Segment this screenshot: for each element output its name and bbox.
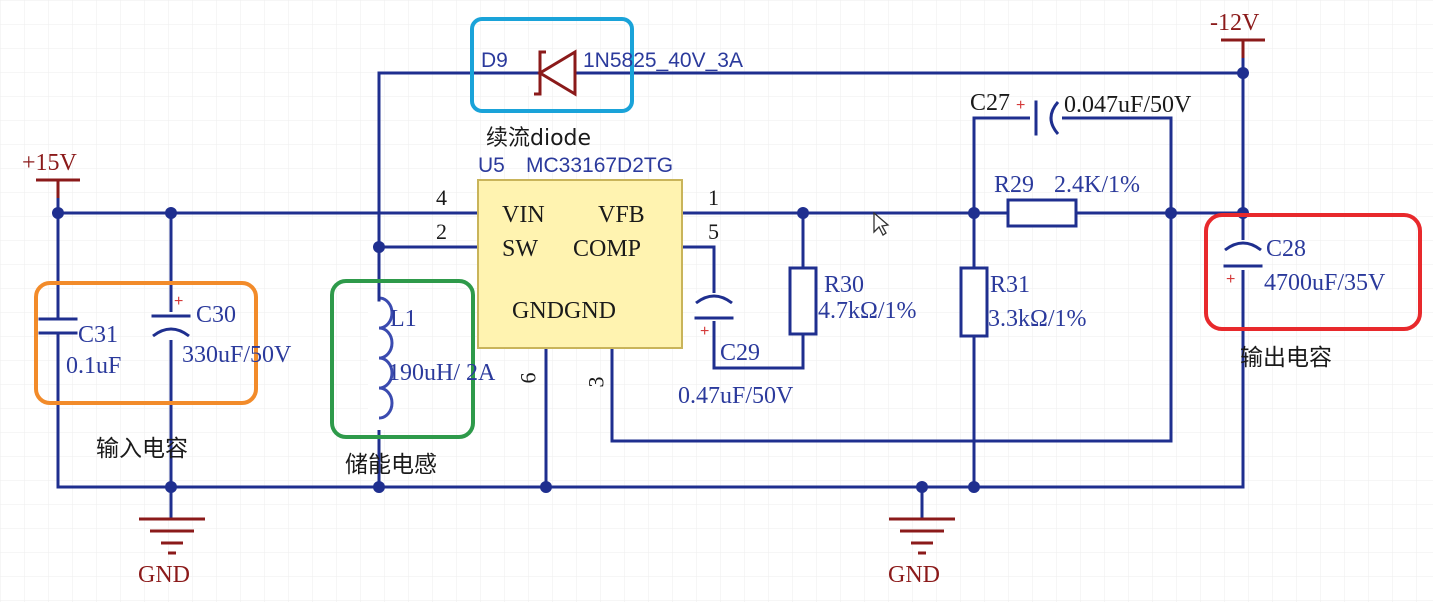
- c29-plus: +: [700, 323, 709, 340]
- vin-label: +15V: [22, 150, 78, 176]
- ic-body: [477, 179, 683, 349]
- diode-value: 1N5825_40V_3A: [583, 49, 743, 72]
- ic-u5: U5 MC33167D2TG VIN SW VFB COMP GNDGND 4 …: [436, 154, 719, 388]
- c29-designator: C29: [720, 340, 760, 366]
- pin-number-vin: 4: [436, 185, 447, 210]
- resistor-r30: R30 4.7kΩ/1%: [788, 266, 917, 336]
- c30-designator: C30: [196, 302, 236, 328]
- c27-value: 0.047uF/50V: [1064, 92, 1192, 118]
- diode-annotation: 续流diode: [486, 126, 591, 151]
- pin-number-gnd-a: 6: [516, 373, 541, 384]
- r30-designator: R30: [824, 272, 864, 298]
- c31-value: 0.1uF: [66, 353, 121, 379]
- junctions: [52, 67, 1249, 493]
- r29-body: [1006, 198, 1078, 228]
- c27-curved-plate: [1049, 101, 1060, 135]
- c27-designator: C27: [970, 90, 1010, 116]
- c29-curved-plate: [695, 294, 733, 305]
- inductor-designator: L1: [390, 306, 417, 332]
- inductor-coil: [378, 296, 394, 420]
- inductor-highlight-box: [330, 279, 475, 439]
- inductor-annotation: 储能电感: [345, 452, 437, 478]
- gnd-right-label: GND: [888, 562, 940, 588]
- pin-number-comp: 5: [708, 219, 719, 244]
- r31-body: [959, 266, 989, 338]
- c30-value: 330uF/50V: [182, 342, 292, 368]
- r31-value: 3.3kΩ/1%: [988, 306, 1087, 332]
- pin-number-gnd-b: 3: [584, 377, 609, 388]
- r31-designator: R31: [990, 272, 1030, 298]
- r29-value: 2.4K/1%: [1054, 172, 1140, 198]
- resistor-r29: R29 2.4K/1%: [994, 172, 1140, 228]
- output-capacitor-c28: + C28 4700uF/35V 输出电容: [1204, 213, 1422, 371]
- pin-number-sw: 2: [436, 219, 447, 244]
- capacitor-c27: + C27 0.047uF/50V: [970, 90, 1192, 136]
- vout-label: -12V: [1210, 10, 1260, 36]
- c27-plus: +: [1016, 97, 1025, 114]
- c28-curved-plate: [1224, 241, 1262, 252]
- diode-highlight-box: [470, 17, 634, 113]
- diode-d9: D9 1N5825_40V_3A 续流diode: [470, 17, 743, 151]
- ic-part: MC33167D2TG: [526, 154, 673, 177]
- power-vout: -12V: [1210, 10, 1265, 58]
- diode-bar: [534, 50, 546, 96]
- output-cap-highlight-box: [1204, 213, 1422, 331]
- input-cap-highlight-box: [34, 281, 258, 405]
- r30-body: [788, 266, 818, 336]
- inductor-value: 190uH/ 2A: [388, 360, 496, 386]
- power-vin: +15V: [22, 150, 80, 198]
- r30-value: 4.7kΩ/1%: [818, 298, 917, 324]
- c30-plus: +: [174, 293, 183, 310]
- pin-comp-label: COMP: [573, 236, 641, 262]
- diode-triangle: [537, 49, 577, 97]
- inductor-l1: L1 190uH/ 2A 储能电感: [330, 279, 496, 478]
- diode-designator: D9: [481, 49, 508, 72]
- r29-designator: R29: [994, 172, 1034, 198]
- c31-designator: C31: [78, 322, 118, 348]
- output-cap-annotation: 输出电容: [1240, 345, 1332, 371]
- pin-vfb-label: VFB: [598, 202, 645, 228]
- c28-designator: C28: [1266, 236, 1306, 262]
- capacitor-c29: + C29 0.47uF/50V: [678, 293, 794, 409]
- pin-number-vfb: 1: [708, 185, 719, 210]
- c28-plus: +: [1226, 271, 1235, 288]
- pin-gnd-label: GNDGND: [512, 298, 616, 324]
- ground-right: GND: [888, 517, 955, 588]
- ic-designator: U5: [478, 154, 505, 177]
- c29-value: 0.47uF/50V: [678, 383, 794, 409]
- pin-sw-label: SW: [502, 236, 538, 262]
- gnd-left-label: GND: [138, 562, 190, 588]
- input-capacitors: C31 0.1uF + C30 330uF/50V 输入电容: [34, 281, 292, 462]
- c28-value: 4700uF/35V: [1264, 270, 1386, 296]
- pin-vin-label: VIN: [502, 202, 545, 228]
- input-cap-annotation: 输入电容: [96, 436, 188, 462]
- resistor-r31: R31 3.3kΩ/1%: [959, 266, 1087, 338]
- mouse-cursor-icon: [873, 211, 890, 236]
- ground-left: GND: [138, 517, 205, 588]
